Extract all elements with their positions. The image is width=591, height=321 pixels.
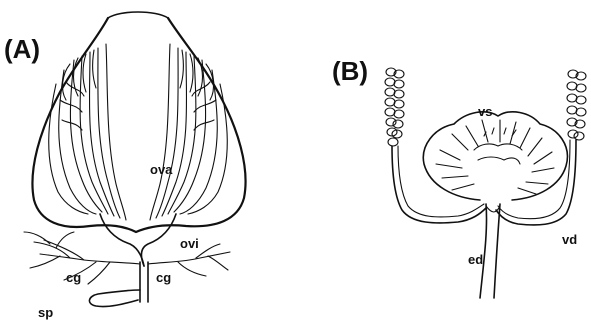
ejaculatory-duct [480, 204, 500, 298]
vd-label: vd [562, 232, 577, 247]
lateral-oviduct-right [141, 214, 176, 266]
cg-right-label: cg [156, 270, 171, 285]
spermatheca [89, 290, 140, 307]
colleterial-gland-left [24, 232, 140, 284]
left-ovarioles [49, 44, 126, 220]
panel-b-drawing [385, 68, 586, 298]
left-testis [385, 68, 404, 146]
sp-label: sp [38, 305, 53, 320]
cg-left-label: cg [66, 270, 81, 285]
seminal-vesicles [423, 112, 567, 200]
central-dome [108, 12, 168, 18]
panel-a-drawing [24, 12, 246, 307]
duct-junction [486, 206, 500, 212]
right-testis [567, 70, 586, 140]
panel-b-label: (B) [332, 56, 368, 86]
ovary-outline [32, 18, 245, 232]
vs-label: vs [478, 104, 492, 119]
vas-deferens-left-inner [398, 146, 484, 217]
right-ovarioles [150, 44, 227, 220]
lateral-oviduct-left [100, 214, 144, 266]
ed-label: ed [468, 252, 483, 267]
common-oviduct [140, 262, 148, 302]
ova-label: ova [150, 162, 173, 177]
ovi-label: ovi [180, 236, 199, 251]
panel-a-label: (A) [4, 34, 40, 64]
